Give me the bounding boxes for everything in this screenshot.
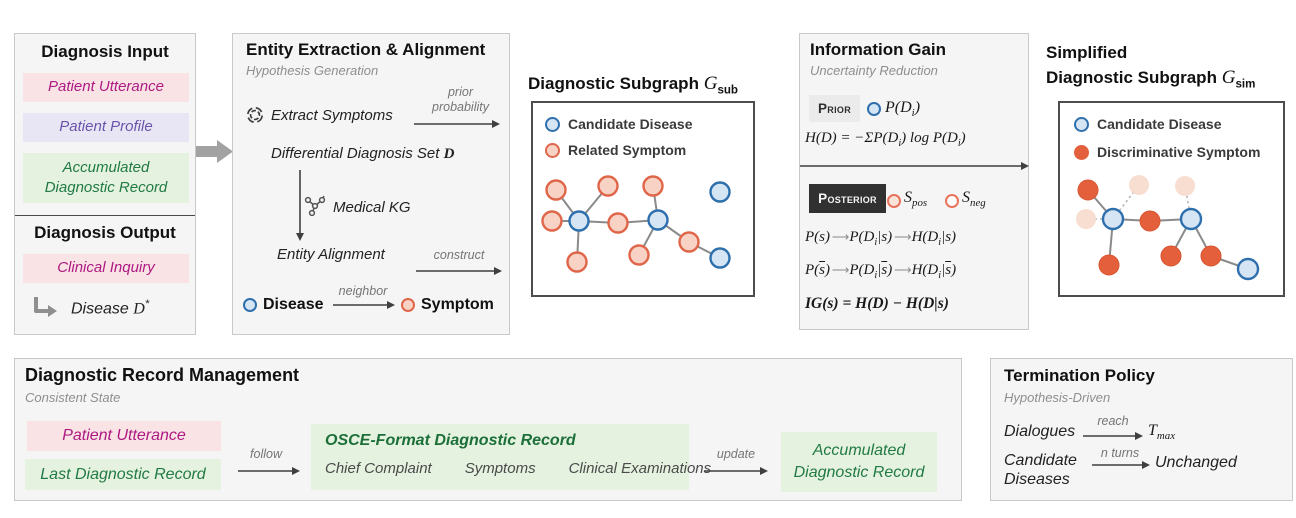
termination-policy-panel: Termination Policy Hypothesis-Driven Dia… — [990, 358, 1293, 501]
follow-label: follow — [250, 447, 282, 461]
unchanged-label: Unchanged — [1155, 454, 1237, 471]
disease-output-label: Disease D* — [71, 298, 150, 318]
flow-arrow-icon — [196, 140, 233, 163]
prior-probability-arrow — [414, 120, 500, 128]
record-management-title: Diagnostic Record Management — [25, 365, 300, 385]
tmax-label: Tmax — [1148, 422, 1176, 443]
gsim-graph — [1076, 175, 1260, 281]
osce-record-box: OSCE-Format Diagnostic Record Chief Comp… — [311, 424, 711, 490]
accumulated-record-box: Accumulated Diagnostic Record — [23, 153, 189, 203]
osce-record-title: OSCE-Format Diagnostic Record — [325, 432, 576, 449]
accumulated-record-box-2: Accumulated Diagnostic Record — [781, 432, 937, 492]
gsub-legend-symptom: Related Symptom — [545, 142, 686, 158]
patient-profile-box: Patient Profile — [23, 113, 189, 142]
script-d-symbol: D — [443, 146, 455, 162]
gsim-legend-disease: Candidate Disease — [1074, 116, 1222, 132]
gsub-graph — [541, 175, 731, 273]
symptom-node-icon — [401, 298, 415, 312]
symptom-label: Symptom — [421, 296, 494, 313]
information-gain-subtitle: Uncertainty Reduction — [810, 63, 938, 78]
patient-utterance-box-2: Patient Utterance — [27, 421, 221, 451]
s-neg-node-icon — [945, 194, 959, 208]
diagnosis-output-title: Diagnosis Output — [34, 223, 176, 242]
candidate-diseases-label: Candidate Diseases — [1004, 452, 1077, 488]
osce-record-items: Chief Complaint Symptoms Clinical Examin… — [325, 460, 711, 477]
related-symptom-icon — [545, 142, 560, 158]
s-pos-label: Spos — [904, 189, 928, 210]
posterior-formula-1: P(s)−→P(Di|s)−→H(Di|s) — [805, 229, 957, 248]
neighbor-label: neighbor — [338, 284, 388, 298]
clinical-inquiry-box: Clinical Inquiry — [23, 254, 189, 283]
gsub-title: Diagnostic Subgraph Gsub — [528, 73, 738, 97]
diagnosis-input-title: Diagnosis Input — [41, 42, 169, 61]
posterior-badge: Posterior — [809, 184, 886, 213]
entity-extraction-panel: Entity Extraction & Alignment Hypothesis… — [232, 33, 510, 335]
entity-extraction-subtitle: Hypothesis Generation — [246, 63, 379, 78]
termination-policy-subtitle: Hypothesis-Driven — [1004, 390, 1111, 405]
n-turns-label: n turns — [1100, 446, 1140, 460]
discriminative-symptom-icon — [1074, 144, 1089, 160]
last-diagnostic-record-box: Last Diagnostic Record — [25, 459, 221, 490]
prior-disease-node-icon — [867, 102, 881, 116]
disease-node-icon — [243, 298, 257, 312]
input-output-divider — [15, 215, 195, 216]
termination-policy-title: Termination Policy — [1004, 366, 1155, 385]
candidate-disease-icon — [1074, 116, 1089, 132]
llm-icon — [246, 106, 264, 124]
prior-badge: Prior — [809, 95, 860, 122]
gsub-box: Candidate Disease Related Symptom — [531, 101, 755, 297]
information-gain-panel: Information Gain Uncertainty Reduction P… — [799, 33, 1029, 330]
construct-arrow — [416, 267, 502, 275]
differential-diagnosis-label: Differential Diagnosis Set D — [271, 145, 455, 162]
patient-utterance-box: Patient Utterance — [23, 73, 189, 102]
return-arrow-icon — [34, 297, 57, 317]
follow-arrow — [238, 467, 300, 475]
osce-item-clinical-examinations: Clinical Examinations — [568, 460, 712, 477]
construct-label: construct — [433, 248, 485, 262]
gsim-legend-discriminative: Discriminative Symptom — [1074, 144, 1260, 160]
reach-label: reach — [1097, 414, 1129, 428]
prior-expression: P(Di) — [885, 99, 921, 120]
gsub-math-symbol: Gsub — [703, 73, 738, 97]
alignment-down-arrow — [296, 170, 304, 241]
osce-item-symptoms: Symptoms — [464, 460, 536, 477]
update-label: update — [716, 447, 756, 461]
dialogues-label: Dialogues — [1004, 423, 1076, 440]
disease-label: Disease — [263, 296, 324, 313]
prior-probability-label: prior probability — [432, 85, 489, 114]
osce-item-chief-complaint: Chief Complaint — [325, 460, 432, 477]
record-management-subtitle: Consistent State — [25, 390, 121, 405]
gsim-title: Simplified Diagnostic Subgraph Gsim — [1046, 43, 1256, 91]
neighbor-arrow — [333, 301, 395, 309]
posterior-formula-2: P(s)−→P(Di|s)−→H(Di|s) — [805, 262, 957, 281]
information-gain-formula: IG(s) = H(D) − H(D|s) — [805, 295, 949, 312]
update-arrow — [704, 467, 768, 475]
medical-kg-label: Medical KG — [333, 199, 411, 216]
entity-alignment-label: Entity Alignment — [277, 246, 385, 263]
extract-symptoms-label: Extract Symptoms — [271, 107, 393, 124]
gsim-math-symbol: Gsim — [1221, 67, 1256, 91]
diagnosis-input-panel: Diagnosis Input Patient Utterance Patien… — [14, 33, 196, 335]
information-gain-title: Information Gain — [810, 40, 946, 59]
s-neg-label: Sneg — [962, 189, 986, 210]
gsim-box: Candidate Disease Discriminative Symptom — [1058, 101, 1285, 297]
knowledge-graph-icon — [304, 195, 326, 217]
record-management-panel: Diagnostic Record Management Consistent … — [14, 358, 962, 501]
s-pos-node-icon — [887, 194, 901, 208]
reach-arrow — [1083, 432, 1143, 440]
gsub-legend-disease: Candidate Disease — [545, 116, 693, 132]
n-turns-arrow — [1092, 461, 1150, 469]
entropy-formula: H(D) = −ΣP(Di) log P(Di) — [805, 130, 966, 149]
entity-extraction-title: Entity Extraction & Alignment — [246, 40, 486, 59]
candidate-disease-icon — [545, 116, 560, 132]
prior-posterior-divider-arrow — [800, 162, 1029, 170]
